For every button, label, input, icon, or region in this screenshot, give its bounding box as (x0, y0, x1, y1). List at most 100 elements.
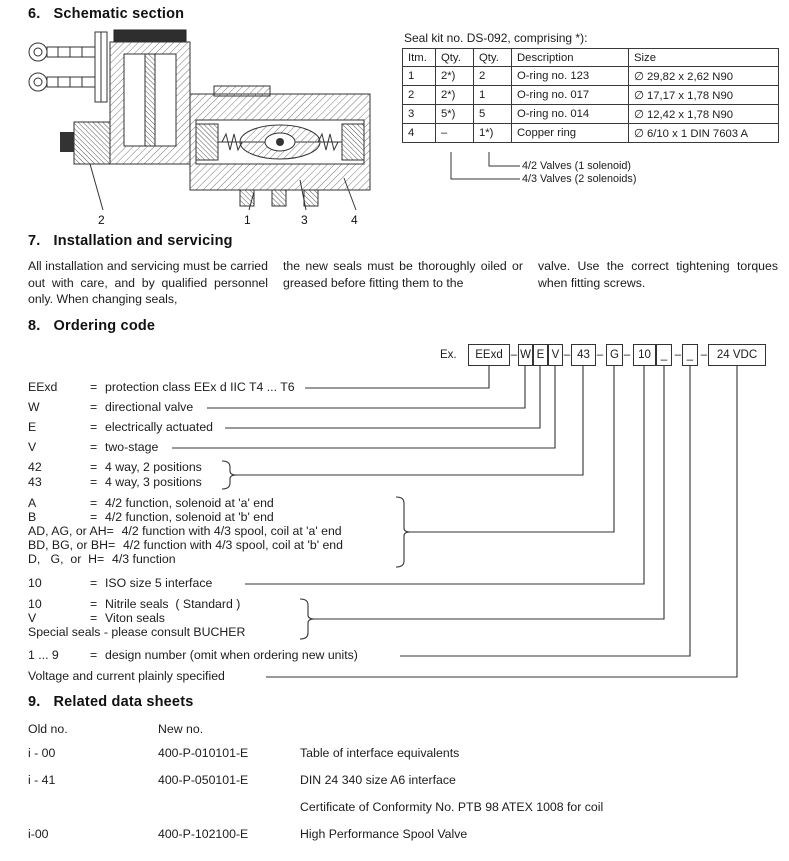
new-no: 400-P-050101-E (158, 773, 249, 787)
code-box-10: 10 (633, 344, 656, 366)
equals-sign: = (107, 538, 116, 552)
code-term: W (28, 400, 40, 414)
code-dash: – (674, 349, 682, 361)
section9-number: 9. (28, 694, 41, 710)
related-sheets-header: Old no. New no. (28, 722, 300, 736)
code-term: BD, BG, or BH (28, 538, 108, 552)
code-definition: 4/3 function (112, 552, 176, 566)
seal-kit-title: Seal kit no. DS-092, comprising *): (404, 31, 588, 45)
new-no (158, 800, 300, 814)
ordering-code-row: EExd=protection class EEx d IIC T4 ... T… (28, 380, 295, 395)
table-header-row: Itm. Qty. Qty. Description Size (402, 48, 779, 67)
ordering-code-row: BD, BG, or BH=4/2 function with 4/3 spoo… (28, 538, 343, 553)
ordering-code-row: Voltage and current plainly specified (28, 669, 225, 684)
section-schematic: 6. Schematic section (0, 0, 789, 230)
cell: 2*) (435, 66, 474, 86)
code-term: V (28, 440, 37, 454)
new-no: 400-P-010101-E (158, 746, 249, 760)
code-term: 10 (28, 576, 42, 590)
related-sheet-row: i-00 400-P-102100-E High Performance Spo… (28, 827, 467, 841)
code-term: D, G, or H (28, 552, 98, 566)
cell: ∅ 12,42 x 1,78 N90 (628, 104, 779, 124)
code-definition: electrically actuated (105, 420, 213, 434)
code-definition: Viton seals (105, 611, 165, 625)
bracket-seals (299, 598, 315, 640)
code-box-seal: _ (656, 344, 672, 366)
column-header-description: Description (511, 48, 629, 67)
ordering-code-row: Special seals - please consult BUCHER (28, 625, 245, 640)
equals-sign: = (90, 597, 98, 611)
cell: 1*) (473, 123, 512, 143)
table-row: 3 5*) 5 O-ring no. 014 ∅ 12,42 x 1,78 N9… (402, 104, 779, 124)
callout-1: 1 (244, 213, 251, 227)
code-definition: 4/2 function, solenoid at 'b' end (105, 510, 274, 524)
equals-sign: = (90, 576, 98, 590)
code-term: V (28, 611, 37, 625)
callout-3: 3 (301, 213, 308, 227)
cell: 2 (402, 85, 436, 105)
column-header-qty2: Qty. (473, 48, 512, 67)
sheet-description: Table of interface equivalents (300, 746, 460, 760)
section6-title: Schematic section (53, 6, 185, 22)
ordering-code-row: AD, AG, or AH=4/2 function with 4/3 spoo… (28, 524, 342, 539)
table-row: 4 – 1*) Copper ring ∅ 6/10 x 1 DIN 7603 … (402, 123, 779, 143)
equals-sign: = (90, 400, 98, 414)
ordering-code-example: Ex. EExd – W E V – 43 – G – 10 _ – _ – 2… (0, 344, 789, 366)
cell: 4 (402, 123, 436, 143)
ordering-code-row: A=4/2 function, solenoid at 'a' end (28, 496, 274, 511)
ex-label: Ex. (440, 349, 457, 361)
table-row: 1 2*) 2 O-ring no. 123 ∅ 29,82 x 2,62 N9… (402, 66, 779, 86)
code-term: 1 ... 9 (28, 648, 59, 662)
ordering-code-row: 42=4 way, 2 positions (28, 460, 202, 475)
callout-4: 4 (351, 213, 358, 227)
equals-sign: = (90, 380, 98, 394)
seal-kit-table: Itm. Qty. Qty. Description Size 1 2*) 2 … (402, 48, 779, 143)
code-dash: – (596, 349, 604, 361)
equals-sign: = (90, 420, 98, 434)
cell: O-ring no. 017 (511, 85, 629, 105)
callout-leader-lines (89, 163, 357, 211)
code-dash: – (563, 349, 571, 361)
cell: – (435, 123, 474, 143)
ordering-code-row: 10=ISO size 5 interface (28, 576, 212, 591)
code-term: 10 (28, 597, 42, 611)
old-no: i - 41 (28, 773, 56, 787)
section8-heading: 8. Ordering code (28, 318, 155, 334)
schematic-drawing: 2 1 3 4 (28, 29, 371, 227)
section6-heading: 6. Schematic section (28, 6, 184, 22)
column-header-qty1: Qty. (435, 48, 474, 67)
code-definition: 4 way, 2 positions (105, 460, 202, 474)
related-sheet-row: i - 00 400-P-010101-E Table of interface… (28, 746, 459, 760)
section7-title: Installation and servicing (53, 233, 233, 249)
bracket-function-codes (395, 496, 411, 568)
old-no (28, 800, 158, 814)
column-label-old-no: Old no. (28, 722, 68, 736)
code-term: EExd (28, 380, 58, 394)
new-no: 400-P-102100-E (158, 827, 249, 841)
body-text-col2: the new seals must be thoroughly oiled o… (283, 259, 523, 290)
code-box-e: E (533, 344, 548, 366)
body-text-col3: valve. Use the correct tightening torque… (538, 259, 778, 290)
cell: 2 (473, 66, 512, 86)
valve-body (189, 85, 371, 207)
sheet-description: Certificate of Conformity No. PTB 98 ATE… (300, 800, 604, 814)
ordering-code-row: V=Viton seals (28, 611, 165, 626)
section7-heading: 7. Installation and servicing (28, 233, 233, 249)
ordering-code-row: E = electrically actuated (28, 420, 213, 435)
code-box-voltage: 24 VDC (708, 344, 766, 366)
section-installation: 7. Installation and servicing All instal… (0, 231, 789, 318)
code-term: E (28, 420, 37, 434)
cell: 5 (473, 104, 512, 124)
ordering-code-row: V=two-stage (28, 440, 158, 455)
body-text-col1: All installation and servicing must be c… (28, 259, 268, 306)
code-term: A (28, 496, 37, 510)
equals-sign: = (90, 440, 98, 454)
cell: O-ring no. 014 (511, 104, 629, 124)
section7-number: 7. (28, 233, 41, 249)
section8-title: Ordering code (53, 318, 156, 334)
equals-sign: = (90, 460, 98, 474)
callout-numbers: 2 1 3 4 (98, 213, 358, 227)
code-definition: 4 way, 3 positions (105, 475, 202, 489)
ordering-code-row: 10=Nitrile seals ( Standard ) (28, 597, 240, 612)
column-header-itm: Itm. (402, 48, 436, 67)
